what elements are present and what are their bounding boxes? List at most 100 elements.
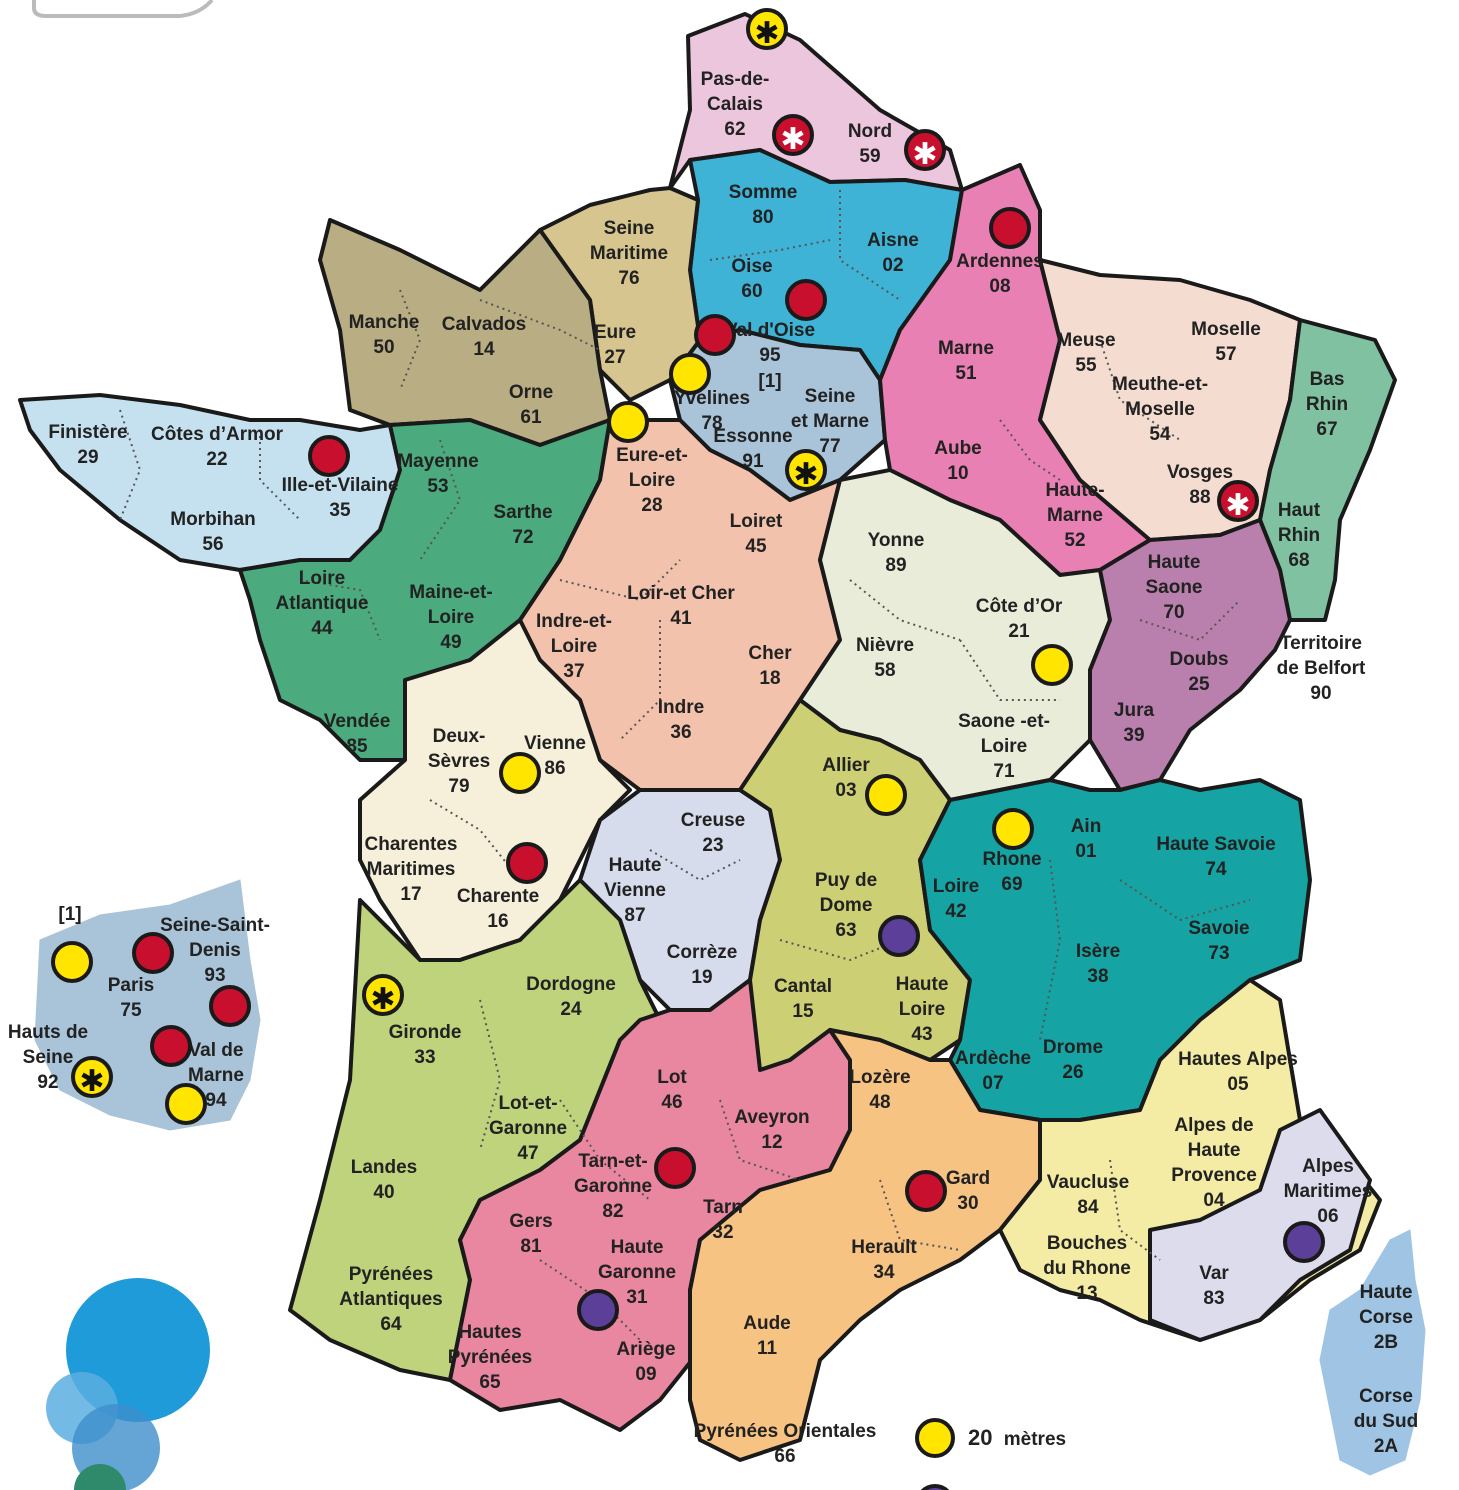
department-code: 39 — [1123, 725, 1144, 746]
inset-note: [1] — [58, 904, 81, 925]
asterisk-icon: ✱ — [79, 1064, 104, 1099]
department-code: 44 — [311, 618, 333, 639]
yellow-marker — [669, 353, 711, 395]
department-code: 33 — [414, 1047, 435, 1068]
department-code: 18 — [759, 668, 780, 689]
department-code: 02 — [882, 255, 903, 276]
department-code: 01 — [1075, 841, 1097, 862]
asterisk-icon: ✱ — [1225, 488, 1250, 523]
department-code: 37 — [563, 661, 584, 682]
department-code: 48 — [869, 1092, 890, 1113]
department-code: 49 — [440, 632, 461, 653]
red-marker — [905, 1170, 947, 1212]
yellow-marker — [165, 1083, 207, 1125]
department-code: 27 — [604, 347, 625, 368]
regions — [18, 12, 1426, 1476]
yellow-marker — [607, 401, 649, 443]
yellow-marker — [1031, 644, 1073, 686]
department-code: 62 — [724, 119, 745, 140]
decorative-bubbles — [46, 1278, 210, 1490]
department-code: 58 — [874, 660, 895, 681]
yellow-star-marker: ✱ — [362, 974, 404, 1017]
department-code: 90 — [1310, 683, 1331, 704]
department-code: 45 — [745, 536, 767, 557]
department-code: 2B — [1374, 1332, 1398, 1353]
region-alsace — [1258, 318, 1397, 622]
department-code: 07 — [982, 1073, 1003, 1094]
department-code: 95 — [759, 345, 781, 366]
purple-marker — [1283, 1221, 1325, 1263]
department-code: 55 — [1075, 355, 1097, 376]
department-code: 69 — [1001, 874, 1022, 895]
department-code: 31 — [626, 1287, 648, 1308]
department-code: 13 — [1076, 1283, 1097, 1304]
legend-unit: mètres — [1004, 1429, 1066, 1450]
department-code: 43 — [911, 1024, 932, 1045]
purple-marker — [577, 1289, 619, 1331]
department-code: 17 — [400, 884, 421, 905]
legend-value: 20 — [968, 1425, 992, 1450]
legend: 20 mètres — [915, 1418, 1066, 1490]
department-code: 81 — [520, 1236, 542, 1257]
department-code: 04 — [1203, 1190, 1225, 1211]
department-code: 35 — [329, 500, 351, 521]
department-code: 28 — [641, 495, 662, 516]
department-code: 77 — [819, 436, 840, 457]
department-code: 29 — [77, 447, 98, 468]
red-marker — [785, 279, 827, 321]
department-code: 51 — [955, 363, 977, 384]
department-code: 19 — [691, 967, 712, 988]
legend-yellow-marker — [915, 1418, 955, 1458]
region-corse — [1319, 1229, 1426, 1476]
department-boundaries — [119, 190, 1251, 1341]
department-code: 32 — [712, 1222, 733, 1243]
department-code: 59 — [859, 146, 880, 167]
department-code: 54 — [1149, 424, 1171, 445]
yellow-star-marker: ✱ — [71, 1056, 113, 1099]
department-code: 23 — [702, 835, 723, 856]
department-code: 09 — [635, 1364, 656, 1385]
department-code: 85 — [346, 736, 368, 757]
department-code: 75 — [120, 1000, 142, 1021]
department-code: 30 — [957, 1193, 978, 1214]
region-languedoc-roussillon — [688, 1028, 1042, 1462]
department-code: 38 — [1087, 966, 1108, 987]
yellow-marker — [992, 808, 1034, 850]
department-code: 94 — [205, 1090, 227, 1111]
department-code: 47 — [517, 1143, 538, 1164]
department-code: 71 — [993, 761, 1015, 782]
